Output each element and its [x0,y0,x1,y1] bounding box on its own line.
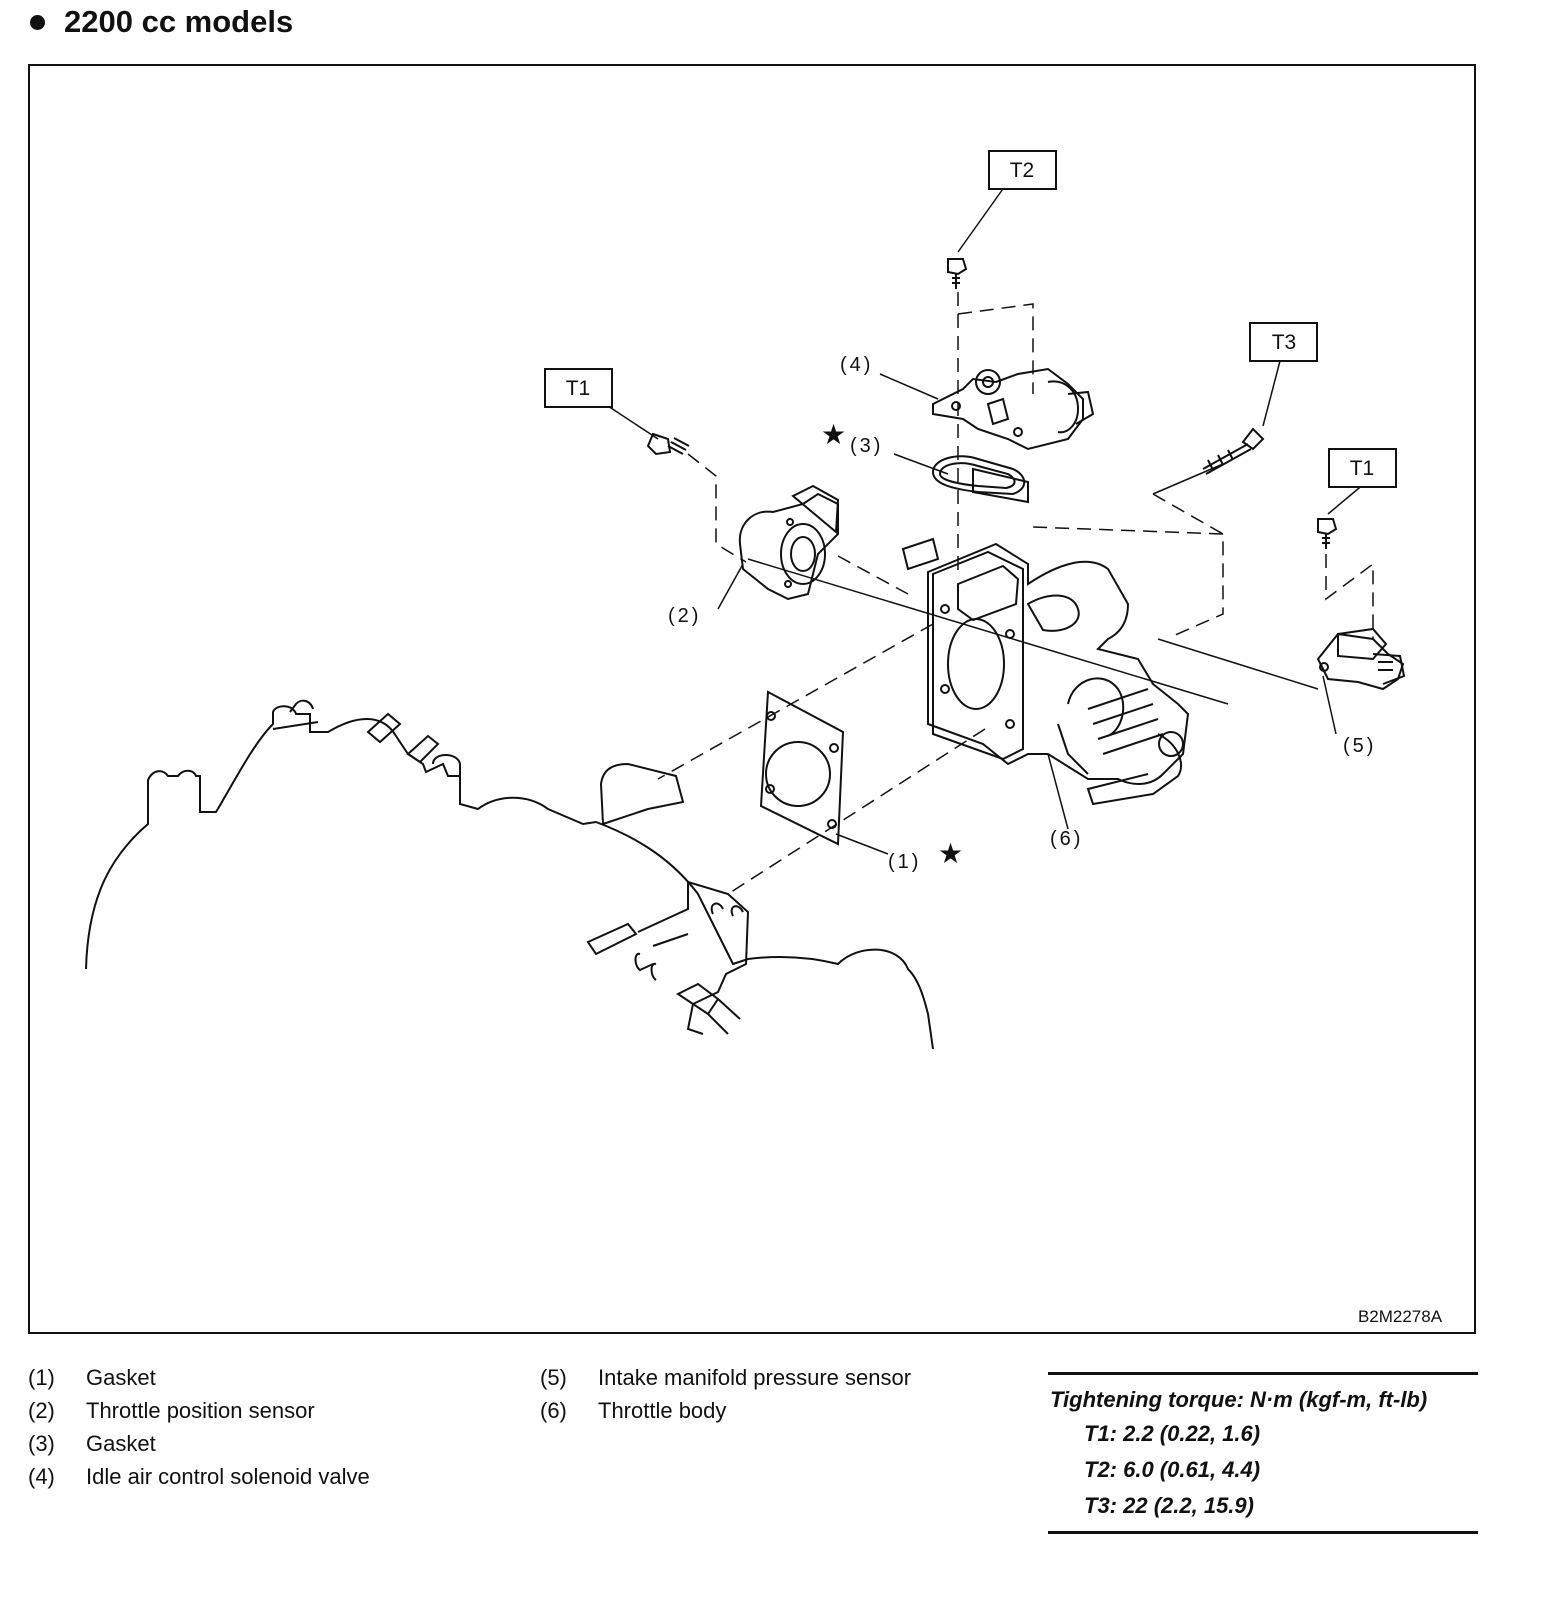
torque-tag-t1-left: T1 [544,368,613,408]
torque-tag-t3: T3 [1249,322,1318,362]
pressure-sensor-drawing [1316,627,1406,691]
intake-manifold-drawing [85,699,934,1050]
callout-5: (5) [1343,735,1376,757]
torque-t2: T2: 6.0 (0.61, 4.4) [1084,1457,1261,1482]
parts-legend-right: (5)Intake manifold pressure sensor (6)Th… [540,1361,911,1427]
legend-item: (3)Gasket [28,1431,156,1456]
svg-text:T3: T3 [1272,331,1297,354]
assembly-lines-solid [747,463,1319,705]
assembly-lines [657,292,1374,895]
gasket-1-drawing [759,690,845,846]
throttle-position-sensor-drawing [738,484,840,601]
diagram-border [28,64,1476,1334]
section-title: 2200 cc models [64,4,294,39]
torque-tag-t2: T2 [988,150,1057,190]
legend-item: (5)Intake manifold pressure sensor [540,1365,912,1390]
callout-6: (6) [1050,828,1083,850]
svg-text:T2: T2 [1010,159,1035,182]
torque-t1: T1: 2.2 (0.22, 1.6) [1084,1421,1261,1446]
legend-item: (6)Throttle body [540,1398,727,1423]
torque-t3: T3: 22 (2.2, 15.9) [1084,1493,1254,1518]
tightening-torque-box: Tightening torque: N·m (kgf-m, ft-lb) T1… [1048,1372,1478,1534]
legend-item: (1)Gasket [28,1365,156,1390]
callout-1: (1) [888,851,921,873]
section-heading: 2200 cc models [30,4,293,40]
callout-3: (3) [850,435,883,457]
callout-4: (4) [840,354,873,376]
idle-air-control-valve-drawing [932,367,1095,451]
exploded-view-diagram: T1 T2 T3 T1 (1) (2) (3) (4) (5) (6) ★ ★ … [28,64,1476,1334]
fasteners-drawing [646,258,1338,549]
figure-code: B2M2278A [1358,1307,1443,1326]
star-icon: ★ [938,837,963,870]
svg-text:T1: T1 [566,377,591,400]
torque-title: Tightening torque: N·m (kgf-m, ft-lb) [1050,1387,1428,1412]
star-icon: ★ [821,418,846,451]
gasket-3-drawing [931,455,1029,504]
legend-item: (2)Throttle position sensor [28,1398,315,1423]
callout-2: (2) [668,605,701,627]
torque-tag-t1-right: T1 [1328,448,1397,488]
legend-item: (4)Idle air control solenoid valve [28,1464,370,1489]
leader-lines [607,185,1366,855]
parts-legend-left: (1)Gasket (2)Throttle position sensor (3… [28,1361,370,1493]
bullet-icon [30,14,45,30]
throttle-body-drawing [901,537,1190,806]
svg-text:T1: T1 [1350,457,1375,480]
